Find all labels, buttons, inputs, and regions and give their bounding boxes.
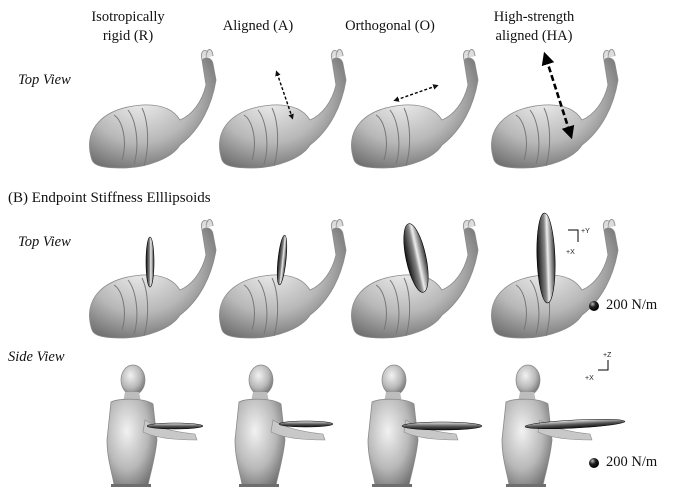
axis-label-y: +Y — [581, 228, 590, 235]
side-view-high-strength — [502, 365, 625, 487]
axes-indicator-top: +Y +X — [566, 228, 590, 256]
top-view-b-high-strength — [491, 213, 618, 338]
top-view-a-rigid — [89, 49, 216, 168]
side-view-rigid — [107, 365, 203, 487]
axes-indicator-side: +Z +X — [585, 352, 612, 382]
scale-sphere-top-icon — [589, 301, 599, 311]
axis-label-x: +X — [566, 249, 575, 256]
scale-sphere-side-icon — [589, 458, 599, 468]
top-view-a-high-strength — [491, 49, 618, 168]
top-view-b-orthogonal — [351, 219, 478, 338]
top-view-b-rigid — [89, 219, 216, 338]
top-view-a-aligned — [219, 49, 346, 168]
axis-label-x: +X — [585, 375, 594, 382]
axis-label-z: +Z — [603, 352, 612, 359]
side-view-orthogonal — [368, 365, 482, 487]
top-view-b-aligned — [219, 219, 346, 338]
side-view-aligned — [235, 365, 333, 487]
top-view-a-orthogonal — [351, 49, 478, 168]
